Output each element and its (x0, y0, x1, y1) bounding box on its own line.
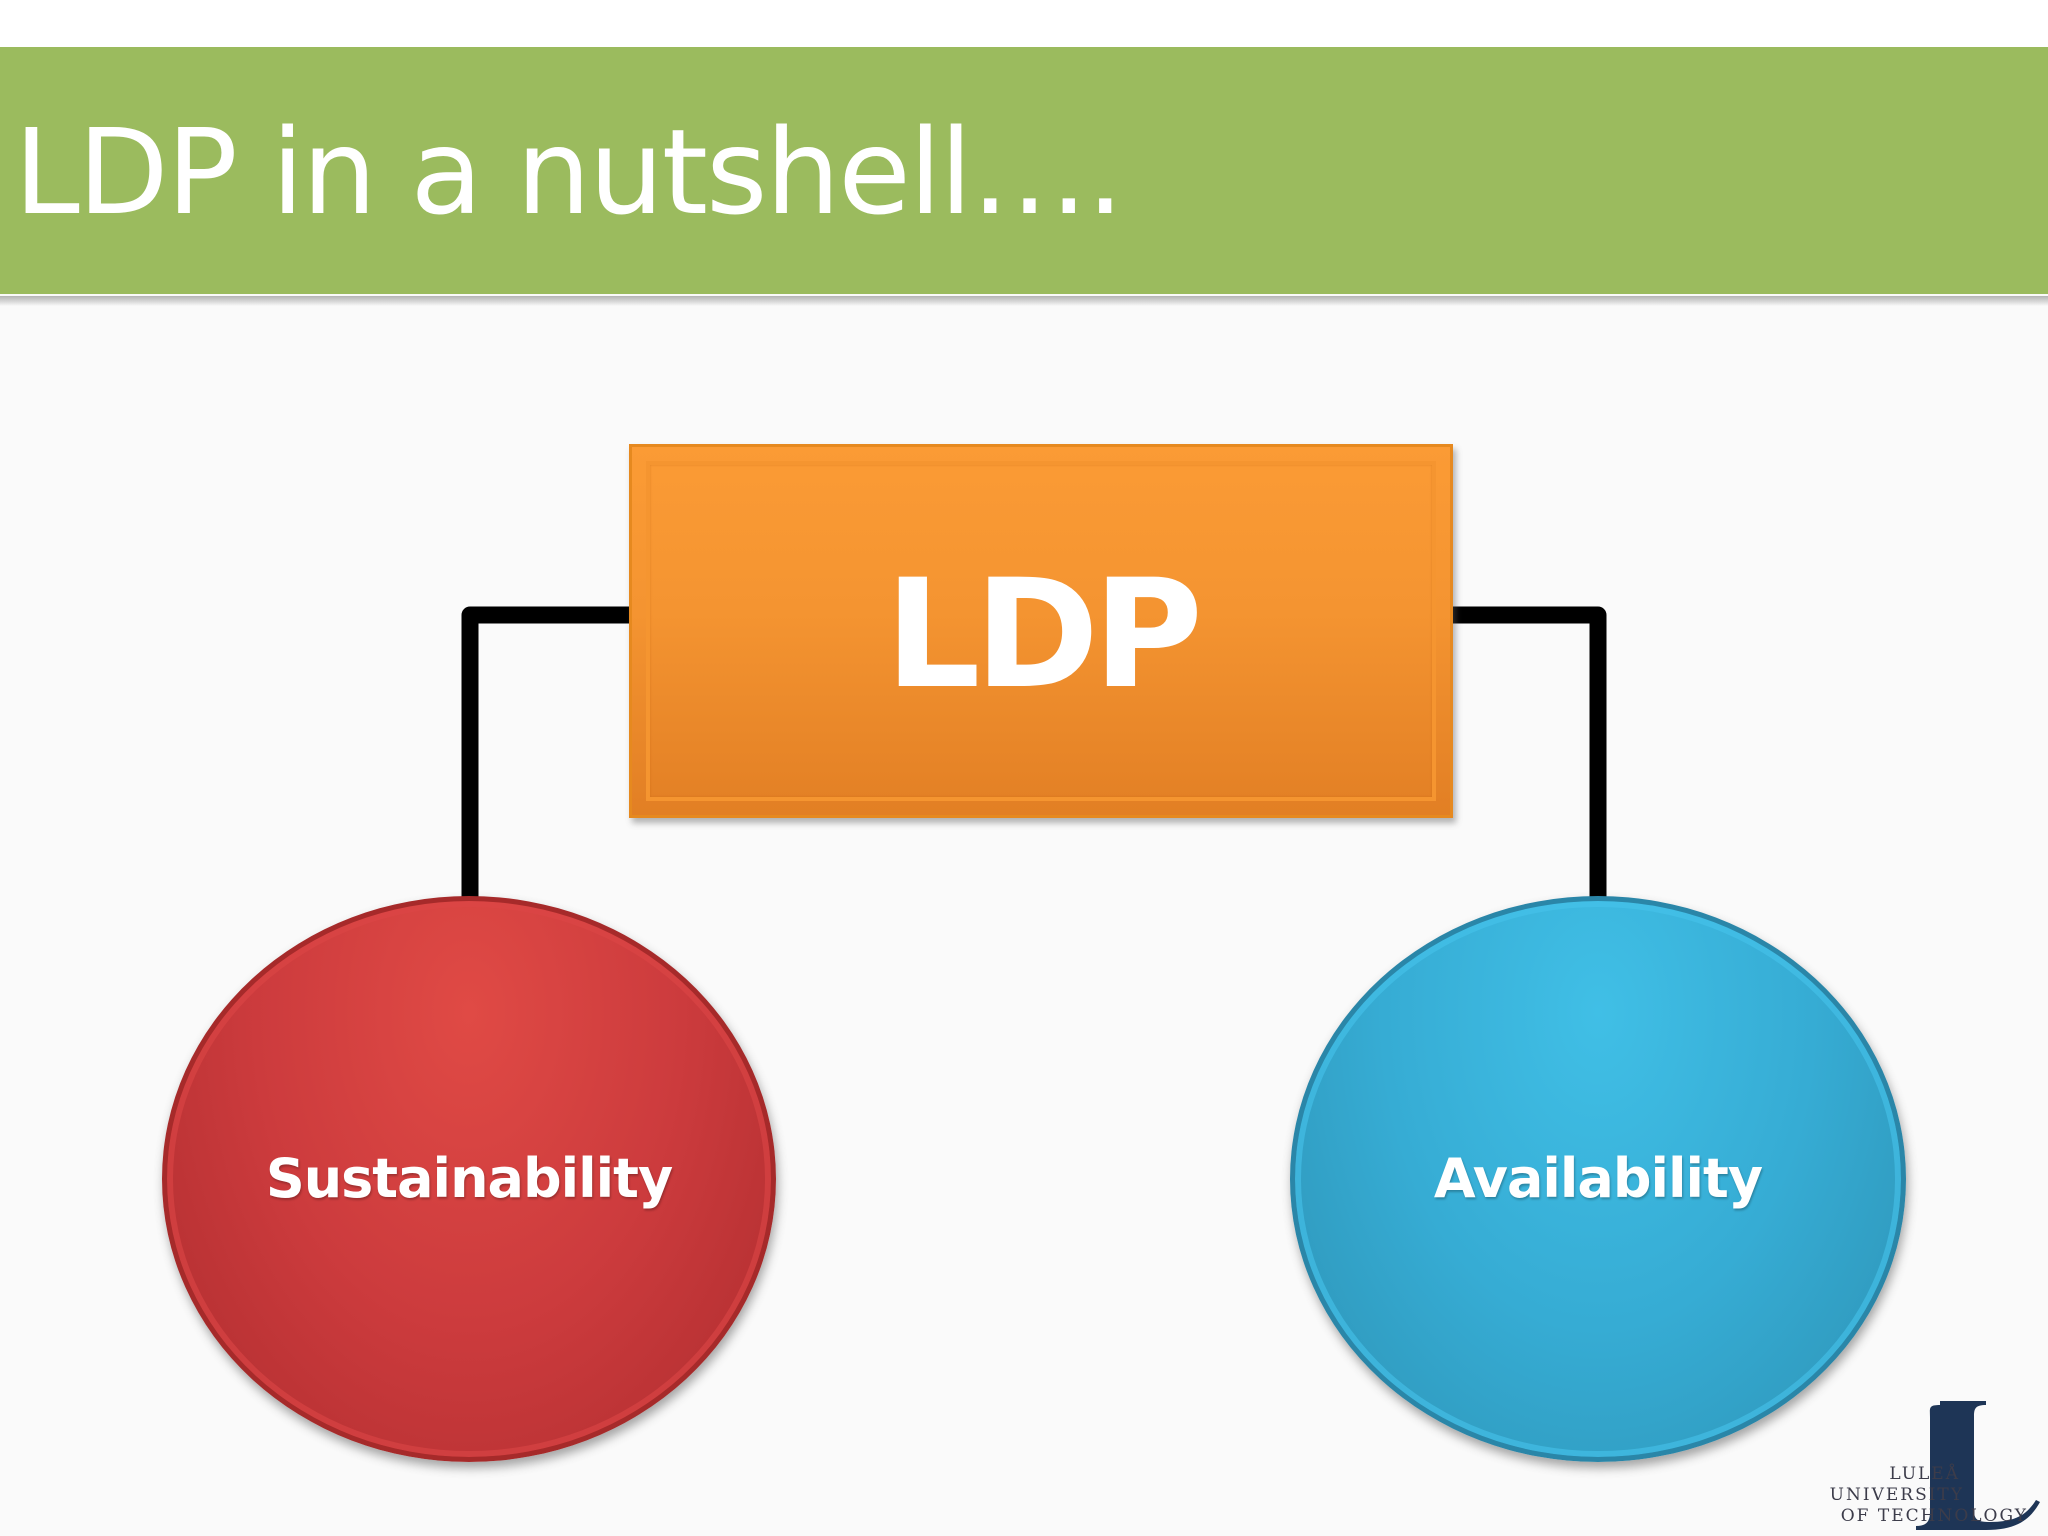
slide-title: LDP in a nutshell…. (14, 103, 1124, 241)
logo-line-3: OF TECHNOLOGY (1840, 1506, 2028, 1526)
connector-left (461, 606, 633, 900)
top-strip (0, 0, 2048, 47)
sustainability-node: Sustainability (162, 896, 776, 1462)
availability-label: Availability (1433, 1147, 1763, 1210)
sustainability-label: Sustainability (265, 1147, 673, 1210)
ldp-box-frame (646, 461, 1436, 801)
title-band (0, 47, 2048, 294)
ldp-root-box: LDP (629, 444, 1453, 818)
title-divider (0, 296, 2048, 306)
availability-node: Availability (1290, 896, 1906, 1462)
ldp-root-label: LDP (884, 548, 1203, 722)
logo-line-2: UNIVERSITY (1829, 1485, 1964, 1505)
connector-right (1451, 606, 1607, 900)
logo-line-1: LULEÅ (1889, 1464, 1960, 1484)
university-logo: LULEÅ UNIVERSITY OF TECHNOLOGY (1790, 1392, 2048, 1536)
logo-l-mark (1916, 1401, 2040, 1530)
